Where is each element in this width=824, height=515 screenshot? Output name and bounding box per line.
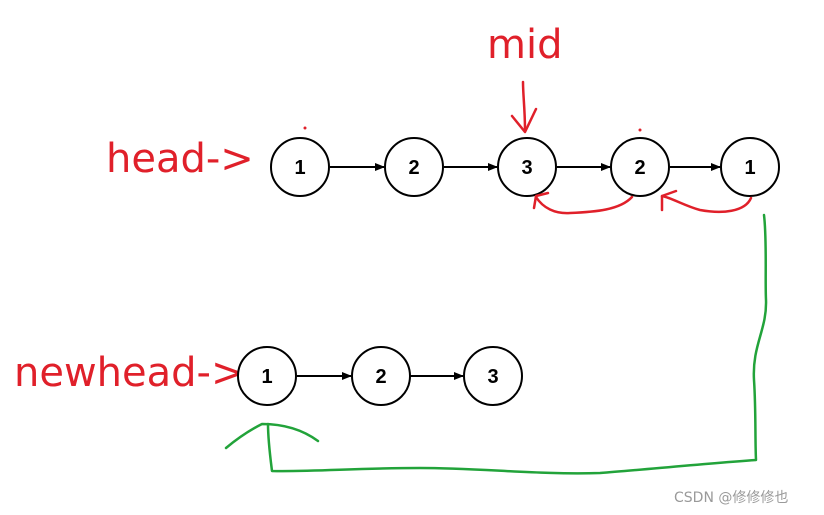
list-node: 1 [720,137,780,197]
list-node: 3 [463,346,523,406]
reverse-link-arrowhead [532,191,550,210]
node-value: 2 [408,157,419,179]
list-node: 1 [237,346,297,406]
red-dot-mark [303,126,307,130]
node-value: 2 [375,366,386,388]
mid-pointer-arrowhead [510,107,538,134]
head-label: head-> [106,136,254,182]
reverse-link-arrowhead [660,189,678,212]
list-node: 2 [351,346,411,406]
node-value: 3 [487,366,498,388]
new-list: 1 2 3 [237,346,523,406]
node-value: 1 [744,157,755,179]
mid-label: mid [487,22,562,68]
node-value: 1 [294,157,305,179]
list-node: 1 [270,137,330,197]
green-reconnect-line [266,213,768,475]
original-list: 1 2 3 2 1 [270,137,780,197]
list-node: 3 [497,137,557,197]
newhead-label: newhead-> [14,350,245,396]
reverse-link-arrow [660,194,753,214]
green-reconnect-arrowhead [224,422,320,450]
mid-pointer-arrow [521,80,527,132]
node-value: 3 [521,157,532,179]
reverse-link-arrow [534,195,634,215]
red-dot-mark [638,128,642,132]
node-value: 2 [634,157,645,179]
node-value: 1 [261,366,272,388]
list-node: 2 [384,137,444,197]
list-node: 2 [610,137,670,197]
watermark-text: CSDN @修修修也 [674,490,788,506]
